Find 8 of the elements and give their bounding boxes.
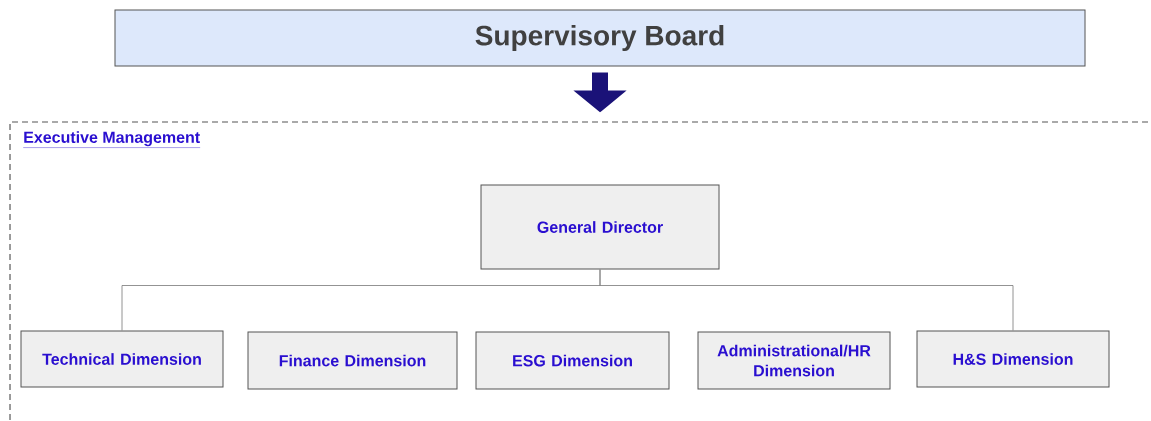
title-box: Supervisory Board	[114, 9, 1086, 67]
role-box: Technical Dimension	[20, 330, 224, 388]
role-box: H&S Dimension	[916, 330, 1110, 388]
connector-line	[599, 269, 1014, 331]
role-box: Finance Dimension	[247, 331, 458, 390]
role-box: General Director	[480, 184, 720, 270]
role-box: ESG Dimension	[475, 331, 670, 390]
role-box: Administrational/HR Dimension	[697, 331, 891, 390]
